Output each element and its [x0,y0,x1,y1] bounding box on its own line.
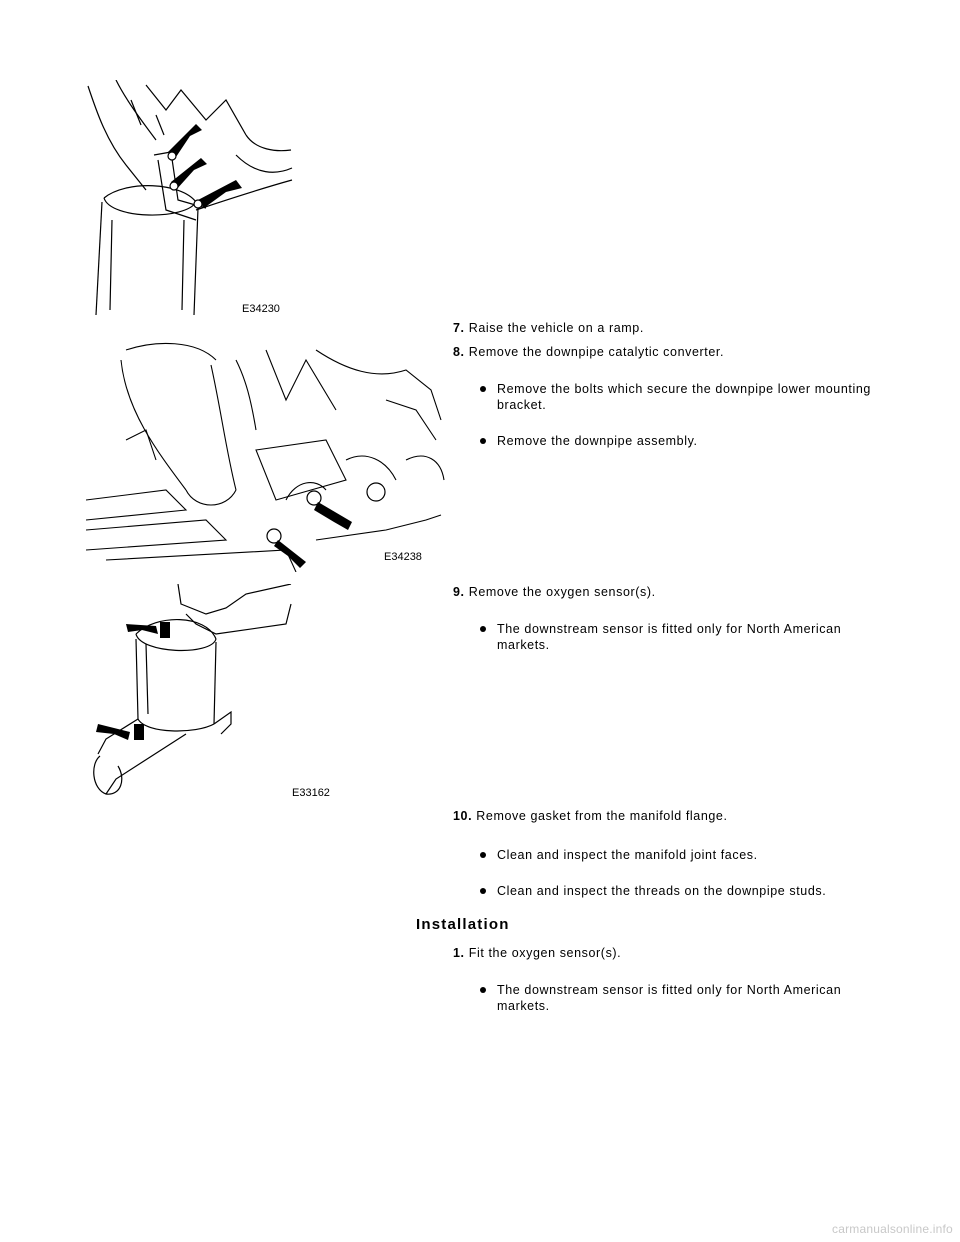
step-10-bullet-2: Clean and inspect the threads on the dow… [480,883,880,899]
bullet-text: Remove the downpipe assembly. [497,434,698,448]
step-number: 9. [453,585,465,599]
figure-label: E34230 [242,303,280,315]
step-number: 8. [453,345,465,359]
step-text: Raise the vehicle on a ramp. [468,321,644,335]
figure-label: E34238 [384,551,422,563]
bullet-icon [480,438,486,444]
bullet-icon [480,386,486,392]
bullet-text: The downstream sensor is fitted only for… [497,622,842,652]
step-10: 10. Remove gasket from the manifold flan… [453,809,728,823]
bullet-text: Clean and inspect the manifold joint fac… [497,848,758,862]
step-text: Remove the oxygen sensor(s). [468,585,656,599]
bullet-text: The downstream sensor is fitted only for… [497,983,842,1013]
step-8-bullet-2: Remove the downpipe assembly. [480,433,880,449]
step-9-bullet-1: The downstream sensor is fitted only for… [480,621,880,653]
step-9: 9. Remove the oxygen sensor(s). [453,585,656,599]
figure-e34230: E34230 [87,80,293,315]
bullet-icon [480,626,486,632]
bullet-icon [480,888,486,894]
step-7: 7. Raise the vehicle on a ramp. [453,321,644,335]
figure-e34238: E34238 [86,342,445,572]
bullet-icon [480,852,486,858]
bullet-icon [480,987,486,993]
step-8: 8. Remove the downpipe catalytic convert… [453,345,724,359]
step-text: Remove the downpipe catalytic converter. [468,345,725,359]
bullet-text: Remove the bolts which secure the downpi… [497,382,871,412]
installation-step-1: 1. Fit the oxygen sensor(s). [453,946,621,960]
step-number: 1. [453,946,465,960]
step-10-bullet-1: Clean and inspect the manifold joint fac… [480,847,880,863]
figure-label: E33162 [292,787,330,799]
step-8-bullet-1: Remove the bolts which secure the downpi… [480,381,880,413]
installation-step-1-bullet-1: The downstream sensor is fitted only for… [480,982,880,1014]
step-text: Remove gasket from the manifold flange. [476,809,728,823]
figure-e33162: E33162 [93,584,330,799]
bullet-text: Clean and inspect the threads on the dow… [497,884,827,898]
step-text: Fit the oxygen sensor(s). [468,946,622,960]
installation-heading: Installation [416,916,510,933]
step-number: 10. [453,809,473,823]
step-number: 7. [453,321,465,335]
watermark: carmanualsonline.info [832,1222,953,1236]
